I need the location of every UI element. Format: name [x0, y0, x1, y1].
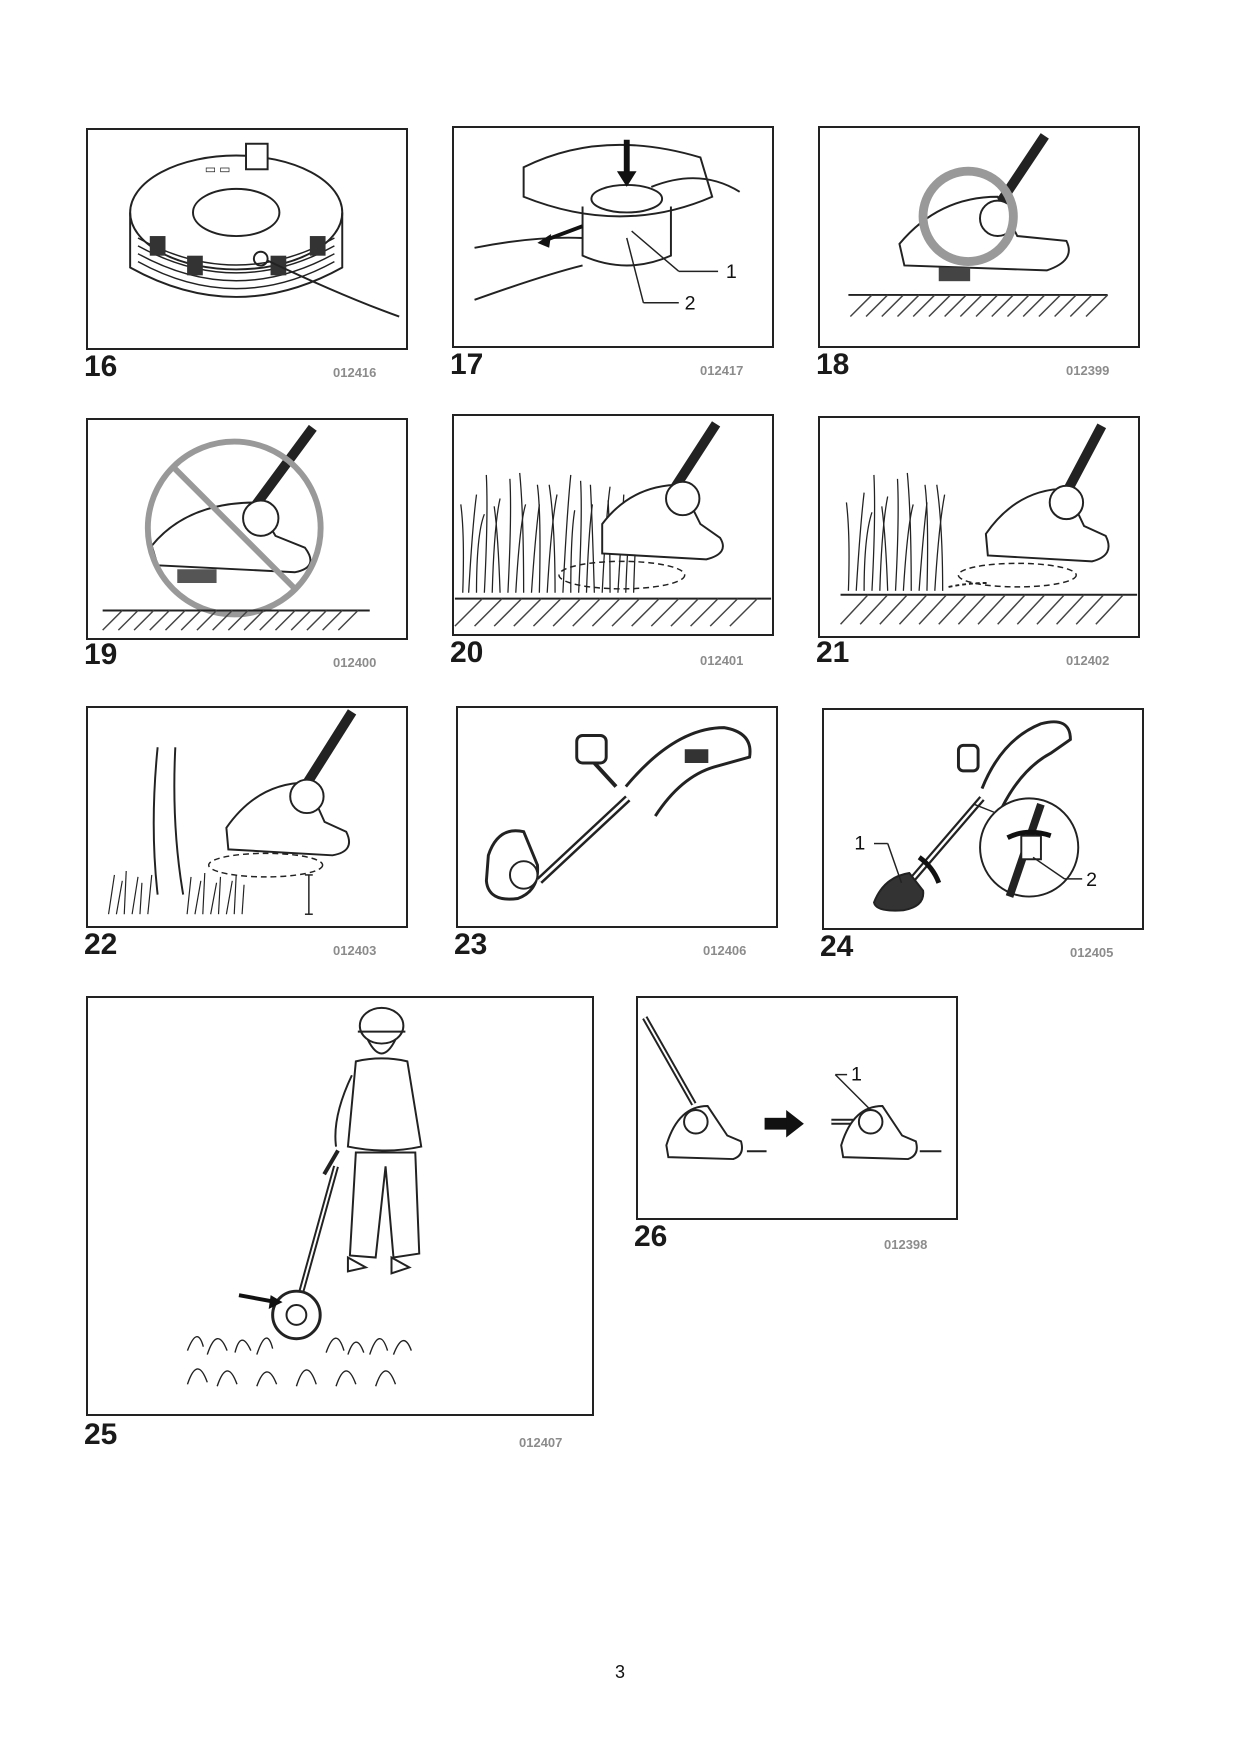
- spool-cover-illustration: ▭ ▭: [129, 142, 400, 318]
- figure-16-number: 16: [84, 350, 118, 383]
- figure-25-number: 25: [84, 1418, 118, 1451]
- figure-26-code: 012398: [884, 1237, 928, 1252]
- figure-19-number: 19: [84, 638, 118, 671]
- figure-23-frame: [456, 706, 778, 928]
- spool-removal-illustration: 1 2: [474, 139, 741, 315]
- callout-17-1: 1: [726, 261, 737, 283]
- figure-17-number: 17: [450, 348, 484, 381]
- tall-grass-wrong-illustration: [454, 421, 772, 627]
- figure-22-number: 22: [84, 928, 118, 961]
- incorrect-angle-illustration: [102, 424, 370, 631]
- figure-19-code: 012400: [333, 655, 377, 670]
- figure-21-number: 21: [816, 636, 850, 669]
- figure-20-code: 012401: [700, 653, 744, 668]
- figure-25-code: 012407: [519, 1435, 563, 1450]
- callout-26-1: 1: [851, 1064, 862, 1086]
- figure-23-code: 012406: [703, 943, 747, 958]
- callout-24-1: 1: [854, 832, 865, 854]
- figure-17-code: 012417: [700, 363, 744, 378]
- head-rotation-illustration: 1 2: [854, 720, 1097, 912]
- tall-grass-correct-illustration: [840, 423, 1138, 625]
- figure-18-code: 012399: [1066, 363, 1110, 378]
- operator-edging-illustration: [186, 1006, 423, 1387]
- figure-21-frame: [818, 416, 1140, 638]
- handle-adjustment-illustration: 1: [642, 1016, 942, 1161]
- correct-angle-illustration: [848, 133, 1109, 318]
- svg-text:▭ ▭: ▭ ▭: [205, 163, 231, 176]
- figure-26-number: 26: [634, 1220, 668, 1253]
- figure-21-code: 012402: [1066, 653, 1110, 668]
- figure-19-frame: [86, 418, 408, 640]
- figure-20-number: 20: [450, 636, 484, 669]
- figure-18-frame: [818, 126, 1140, 348]
- figure-22-code: 012403: [333, 943, 377, 958]
- figure-16-code: 012416: [333, 365, 377, 380]
- figure-24-code: 012405: [1070, 945, 1114, 960]
- figure-17-frame: 1 2: [452, 126, 774, 348]
- page-number: 3: [614, 1662, 625, 1682]
- callout-17-2: 2: [685, 293, 696, 315]
- figure-24-frame: 1 2: [822, 708, 1144, 930]
- callout-24-2: 2: [1086, 869, 1097, 891]
- figure-16-frame: ▭ ▭: [86, 128, 408, 350]
- edger-mode-illustration: [484, 726, 752, 901]
- figure-18-number: 18: [816, 348, 850, 381]
- figure-25-frame: [86, 996, 594, 1416]
- trimming-around-tree-illustration: [107, 709, 357, 915]
- figure-24-number: 24: [820, 930, 854, 963]
- figure-26-frame: 1: [636, 996, 958, 1220]
- figure-22-frame: [86, 706, 408, 928]
- figure-23-number: 23: [454, 928, 488, 961]
- figure-20-frame: [452, 414, 774, 636]
